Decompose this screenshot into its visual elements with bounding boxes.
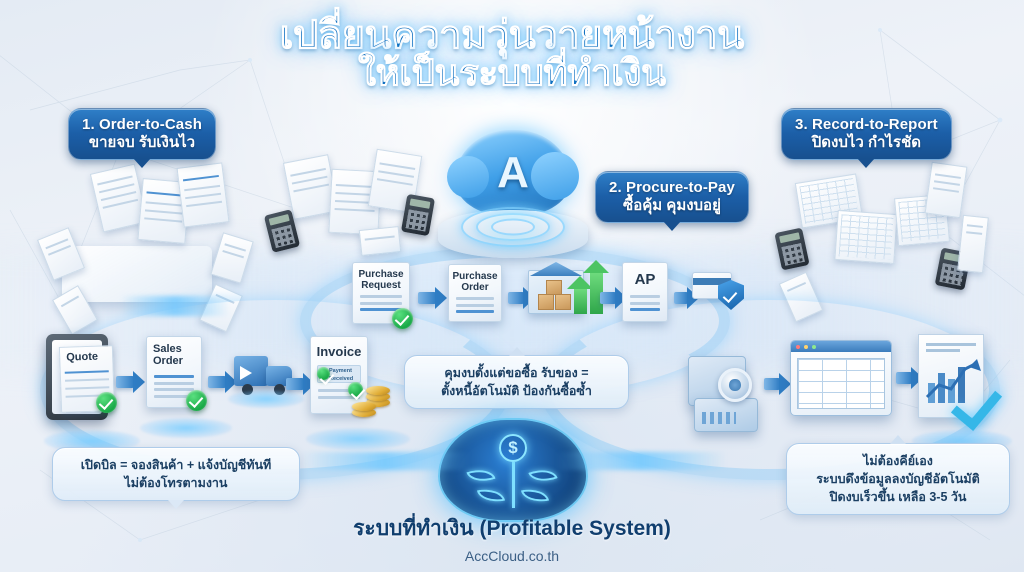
flow-arrow-ledger-to-report: [896, 367, 923, 389]
caption-rtr-line-1: ไม่ต้องคีย์เอง: [863, 454, 933, 468]
callout-record-to-report[interactable]: 3. Record-to-Report ปิดงบไว กำไรชัด: [781, 108, 952, 169]
caption-procure-to-pay: คุมงบตั้งแต่ขอซื้อ รับของ = ตั้งหนี้อัตโ…: [404, 346, 629, 410]
sales-order-document-icon[interactable]: Sales Order: [140, 336, 232, 438]
caption-rtr-line-3: ปิดงบเร็วขึ้น เหลือ 3-5 วัน: [829, 490, 967, 505]
sales-order-label: Sales Order: [153, 343, 183, 368]
glow-trail-right: [556, 452, 726, 470]
glow-trail-left: [300, 452, 470, 470]
growth-arrow-icon: [567, 276, 593, 314]
flow-arrow-engine-to-ledger: [764, 373, 791, 395]
dollar-coin-icon: $: [499, 434, 527, 462]
flow-arrow-po-to-gr: [508, 287, 535, 309]
flow-arrow-so-to-delivery: [208, 371, 237, 393]
callout-rtr-title: 3. Record-to-Report: [795, 116, 938, 133]
profitable-system-cloud-icon: $: [438, 418, 588, 522]
caption-otc-line-1: เปิดบิล = จองสินค้า + แจ้งบัญชีทันที: [80, 458, 272, 472]
callout-ptp-title: 2. Procure-to-Pay: [609, 179, 735, 196]
caption-rtr-line-2: ระบบดึงข้อมูลลงบัญชีอัตโนมัติ: [816, 472, 980, 487]
purchase-order-label: Purchase Order: [452, 271, 498, 293]
flow-arrow-quote-to-so: [116, 371, 145, 393]
callout-otc-subtitle: ขายจบ รับเงินไว: [88, 133, 196, 151]
approved-check-icon: [948, 376, 1000, 428]
ap-label: AP: [634, 271, 656, 288]
callout-ptp-subtitle: ซื้อคุ้ม คุมงบอยู่: [623, 196, 721, 214]
acccloud-logo: A: [447, 130, 579, 216]
accounts-payable-document-icon[interactable]: AP: [622, 262, 668, 322]
flow-arrow-delivery-to-invoice: [286, 373, 315, 395]
footer: ระบบที่ทำเงิน (Profitable System) AccClo…: [0, 512, 1024, 564]
caption-record-to-report: ไม่ต้องคีย์เอง ระบบดึงข้อมูลลงบัญชีอัตโน…: [786, 434, 1010, 516]
page-title: เปลี่ยนความวุ่นวายหน้างาน ให้เป็นระบบที่…: [0, 14, 1024, 93]
caption-ptp-line-1: คุมงบตั้งแต่ขอซื้อ รับของ =: [444, 366, 589, 380]
title-line-2: ให้เป็นระบบที่ทำเงิน: [358, 52, 667, 93]
flow-arrow-gr-to-ap: [600, 287, 627, 309]
callout-procure-to-pay[interactable]: 2. Procure-to-Pay ซื้อคุ้ม คุมงบอยู่: [595, 171, 749, 232]
invoice-label: Invoice: [316, 344, 362, 359]
title-line-1: เปลี่ยนความวุ่นวายหน้างาน: [279, 14, 745, 57]
caption-otc-line-2: ไม่ต้องโทรตามงาน: [124, 476, 228, 491]
payment-received-label: Payment Received: [329, 368, 354, 383]
flow-arrow-pr-to-po: [418, 287, 447, 309]
footer-title: ระบบที่ทำเงิน (Profitable System): [353, 517, 671, 540]
central-platform-hub: [430, 196, 596, 258]
callout-order-to-cash[interactable]: 1. Order-to-Cash ขายจบ รับเงินไว: [68, 108, 216, 169]
quote-label: Quote: [66, 350, 99, 364]
caption-order-to-cash: เปิดบิล = จองสินค้า + แจ้งบัญชีทันที ไม่…: [52, 447, 300, 510]
purchase-request-label: Purchase Request: [358, 269, 404, 291]
footer-website[interactable]: AccCloud.co.th: [464, 548, 560, 564]
growth-arrow-icon: [583, 260, 609, 314]
money-plant-stem: [511, 462, 515, 508]
invoice-document-icon[interactable]: Invoice Payment Received: [306, 336, 410, 450]
callout-rtr-subtitle: ปิดงบไว กำไรชัด: [811, 133, 922, 151]
callout-otc-title: 1. Order-to-Cash: [82, 116, 202, 133]
flow-arrow-ap-to-payment: [674, 287, 699, 309]
purchase-request-clipboard-icon[interactable]: Purchase Request: [352, 262, 413, 329]
gear-icon: [718, 368, 752, 402]
purchase-order-document-icon[interactable]: Purchase Order: [448, 264, 502, 322]
logo-letter: A: [497, 148, 529, 197]
ledger-table-window-icon[interactable]: [790, 340, 892, 416]
caption-ptp-line-2: ตั้งหนี้อัตโนมัติ ป้องกันซื้อซ้ำ: [441, 384, 592, 399]
